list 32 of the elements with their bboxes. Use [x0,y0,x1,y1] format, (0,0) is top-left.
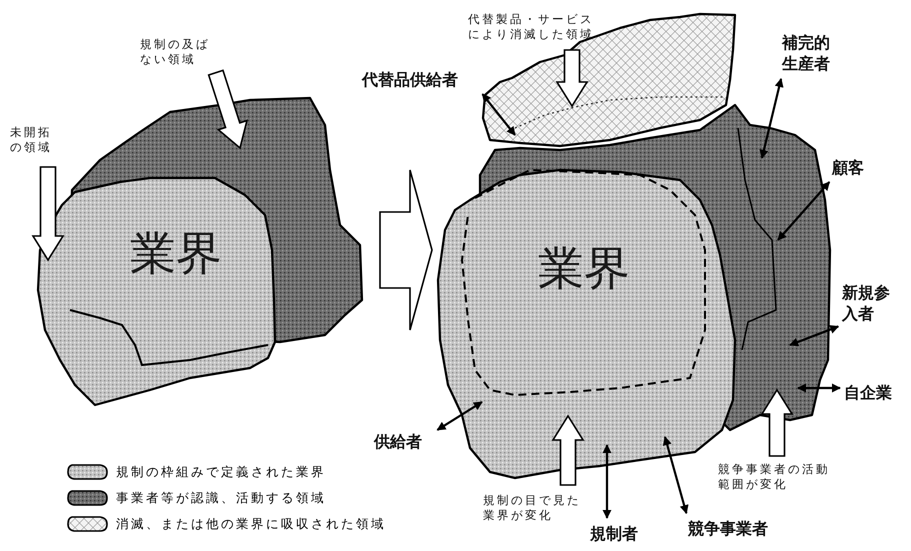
actor-label: 競争事業者 [688,519,798,540]
actor-label: 自企業 [844,383,902,404]
double-arrow [789,325,840,346]
actor-label: 顧客 [832,158,872,179]
block-arrow [379,169,433,331]
block-arrow [208,69,248,150]
actor-label: 補完的生産者 [782,33,840,75]
legend-text: 規制の枠組みで定義された業界 [116,464,326,481]
double-arrow [777,181,830,241]
actor-label: 新規参入者 [842,283,900,325]
double-arrow [482,93,516,136]
double-arrow [797,384,841,392]
actor-label: 代替品供給者 [362,70,480,91]
block-arrow [552,414,584,486]
region-title: 業界 [130,230,222,276]
actor-label: 規制者 [590,524,652,545]
double-arrow [760,78,784,159]
block-arrow [556,49,588,108]
annotation-text: 競争事業者の活動範囲が変化 [718,462,832,492]
actor-label: 供給者 [374,432,434,453]
region-title: 業界 [538,245,630,291]
legend-text: 消滅、または他の業界に吸収された領域 [116,516,386,533]
double-arrow [436,401,483,431]
legend-text: 事業者等が認識、活動する領域 [116,490,326,507]
annotation-text: 未開拓の領域 [10,125,55,155]
double-arrow [602,444,612,519]
double-arrow [662,436,689,514]
block-arrow [760,388,794,457]
block-arrow [32,166,64,262]
annotation-text: 規制の目で見た業界が変化 [483,493,583,523]
annotation-text: 代替製品・サービスにより消滅した領域 [468,12,598,42]
annotation-text: 規制の及ばない領域 [140,37,214,67]
